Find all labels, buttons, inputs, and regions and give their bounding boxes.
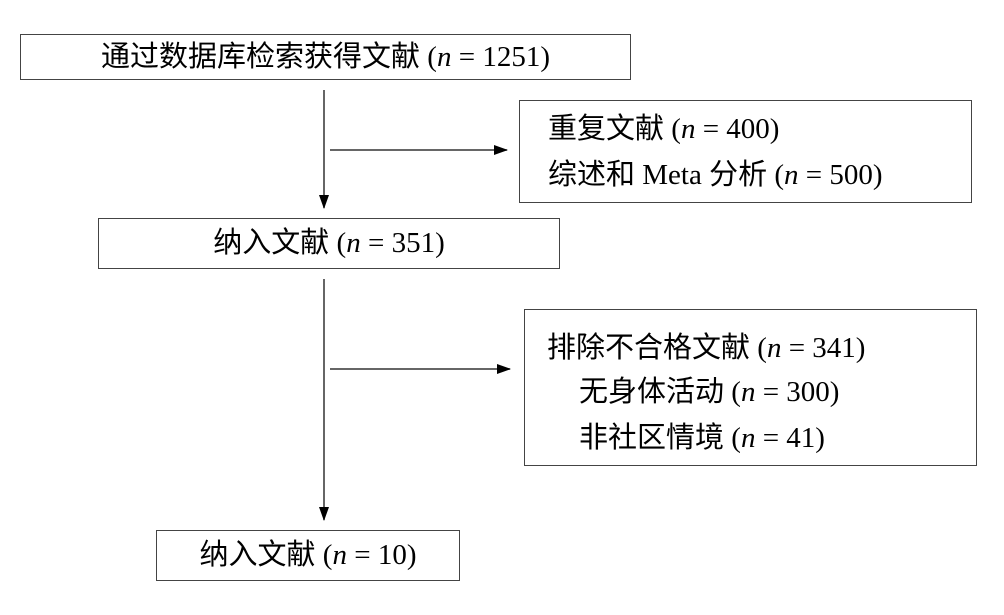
ineligible-label: 排除不合格文献 [547, 332, 751, 364]
search-results-label: 通过数据库检索获得文献 [101, 40, 421, 73]
box-included-first: 纳入文献 (n = 351) [98, 218, 560, 269]
n-symbol: n [766, 332, 782, 364]
duplicates-count: 400 [726, 113, 770, 145]
n-symbol: n [680, 113, 696, 145]
included-first-label: 纳入文献 [213, 227, 330, 259]
excluded-reviews-line: 综述和 Meta 分析 (n = 500) [548, 159, 883, 191]
excluded-duplicates-line: 重复文献 (n = 400) [548, 113, 780, 145]
excluded-ineligible-line: 排除不合格文献 (n = 341) [547, 332, 866, 364]
no-physical-activity-count: 300 [786, 376, 830, 408]
box-excluded-ineligible: 排除不合格文献 (n = 341) 无身体活动 (n = 300) 非社区情境 … [524, 309, 977, 466]
n-symbol: n [740, 422, 756, 454]
n-symbol: n [332, 539, 347, 571]
search-results-count: 1251 [482, 40, 541, 73]
n-symbol: n [436, 40, 452, 73]
box-excluded-duplicates-reviews: 重复文献 (n = 400) 综述和 Meta 分析 (n = 500) [519, 100, 972, 203]
n-symbol: n [784, 159, 799, 191]
reviews-label: 综述和 Meta 分析 [548, 159, 768, 191]
no-physical-activity-line: 无身体活动 (n = 300) [579, 376, 840, 408]
included-final-label: 纳入文献 [199, 539, 316, 571]
search-results-text: 通过数据库检索获得文献 (n = 1251) [101, 40, 550, 73]
included-first-count: 351 [391, 227, 436, 259]
box-search-results: 通过数据库检索获得文献 (n = 1251) [20, 34, 631, 80]
ineligible-count: 341 [812, 332, 856, 364]
duplicates-label: 重复文献 [548, 113, 665, 145]
box-included-final: 纳入文献 (n = 10) [156, 530, 460, 581]
n-symbol: n [346, 227, 361, 259]
non-community-setting-label: 非社区情境 [579, 422, 725, 454]
reviews-count: 500 [829, 159, 873, 191]
no-physical-activity-label: 无身体活动 [579, 376, 725, 408]
n-symbol: n [740, 376, 756, 408]
non-community-setting-line: 非社区情境 (n = 41) [579, 422, 825, 454]
included-first-text: 纳入文献 (n = 351) [213, 227, 445, 259]
non-community-setting-count: 41 [786, 422, 816, 454]
included-final-count: 10 [377, 539, 407, 571]
included-final-text: 纳入文献 (n = 10) [199, 539, 417, 571]
